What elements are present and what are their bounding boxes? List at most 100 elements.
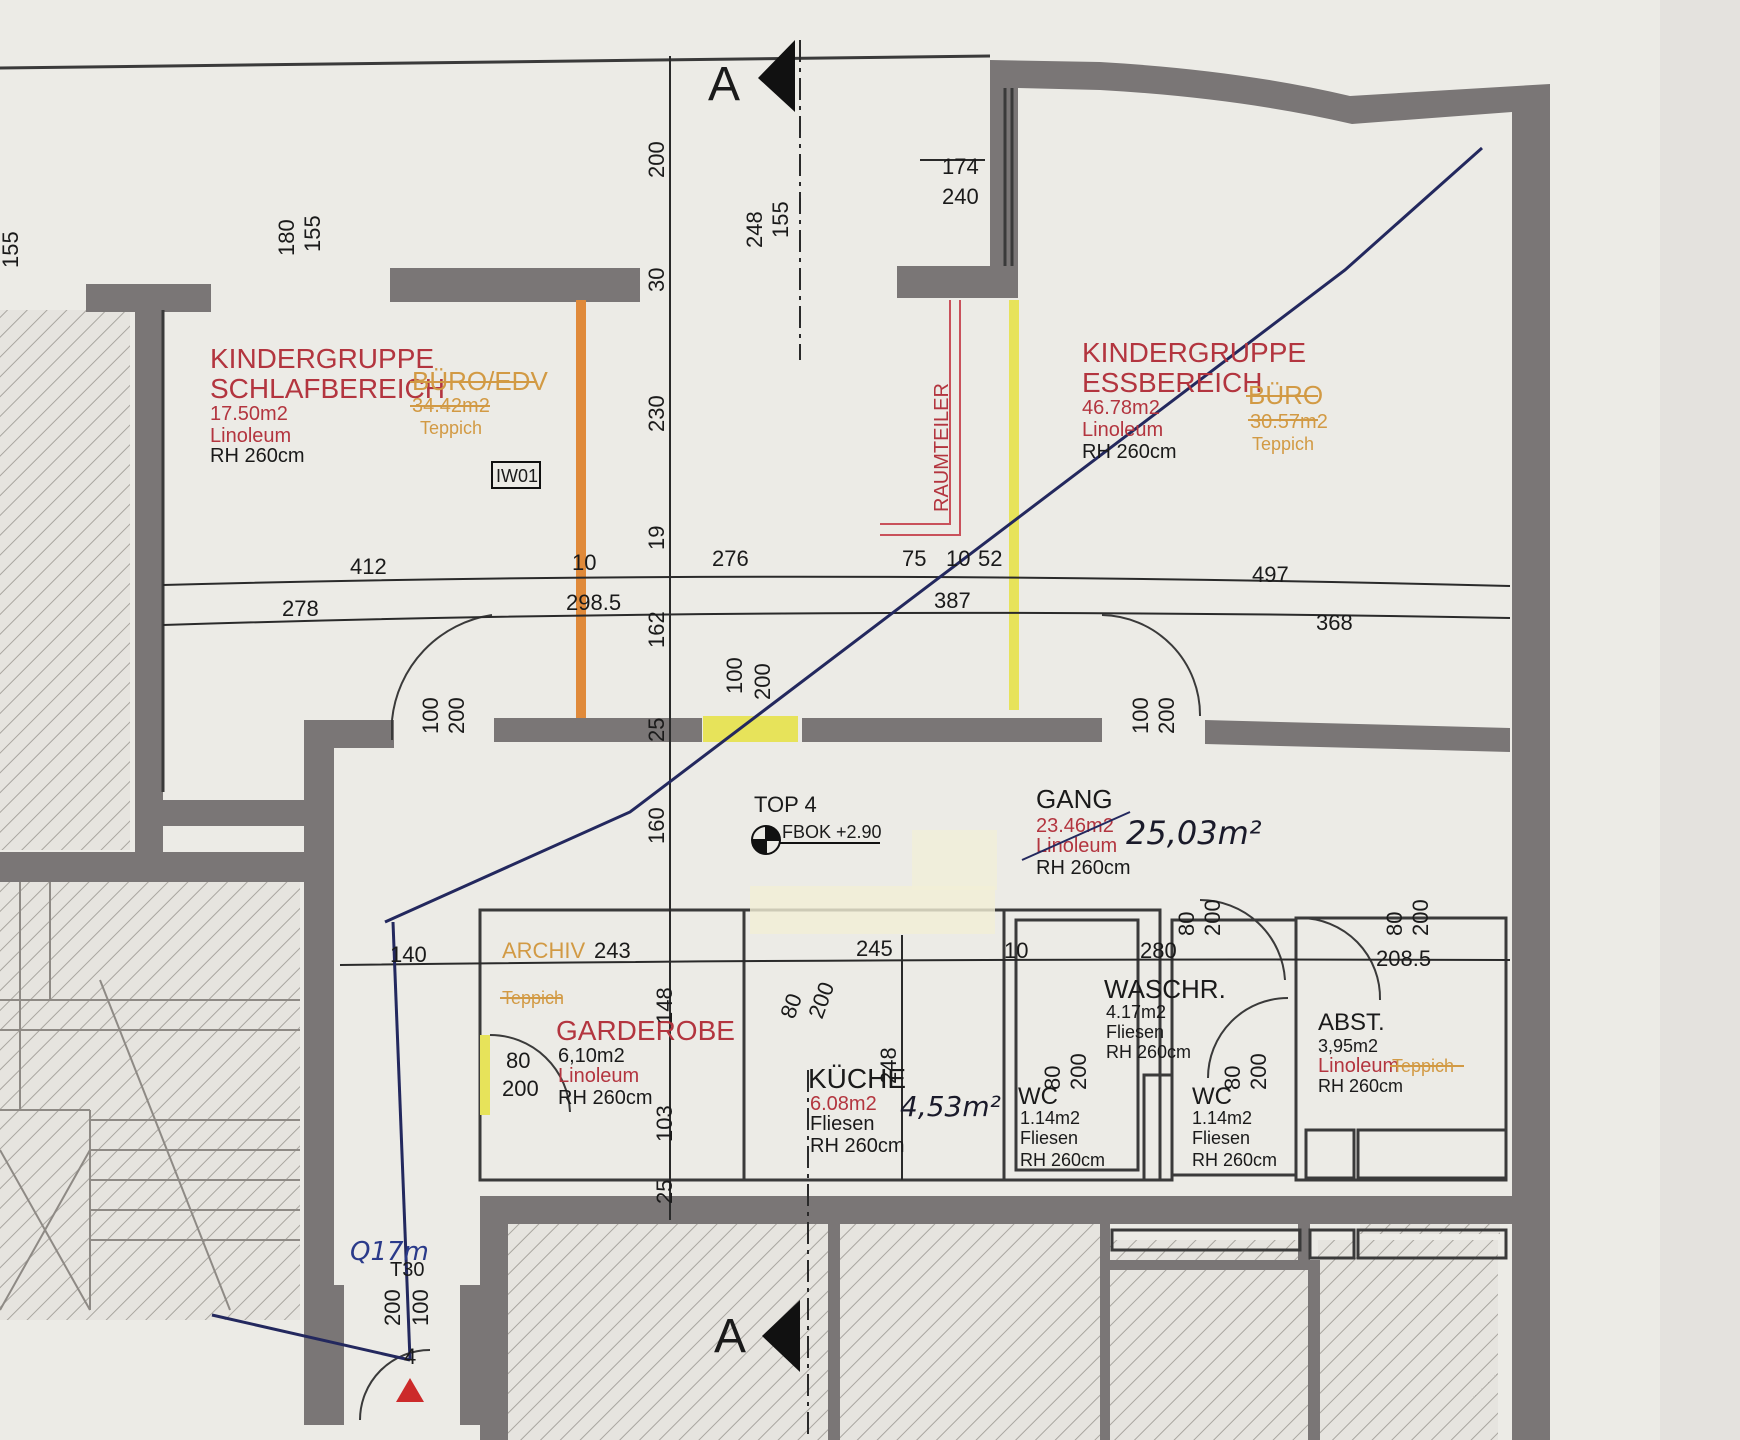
svg-text:4: 4 bbox=[404, 1344, 416, 1369]
kueche-rh: RH 260cm bbox=[810, 1135, 904, 1157]
garderobe-name: GARDEROBE bbox=[556, 1015, 735, 1046]
svg-text:25: 25 bbox=[644, 718, 669, 742]
ess-floor: Linoleum bbox=[1082, 419, 1163, 441]
svg-text:230: 230 bbox=[644, 395, 669, 432]
waschr-floor: Fliesen bbox=[1106, 1022, 1164, 1042]
level-marker-icon bbox=[751, 825, 880, 855]
ess-old-area: 30.57m2 bbox=[1250, 411, 1328, 433]
walls bbox=[0, 60, 1550, 1440]
svg-text:200: 200 bbox=[644, 141, 669, 178]
svg-text:160: 160 bbox=[644, 807, 669, 844]
gang-name: GANG bbox=[1036, 784, 1113, 814]
svg-text:100: 100 bbox=[722, 657, 747, 694]
hatched-area-bottom-4 bbox=[1318, 1240, 1498, 1440]
wc2-floor: Fliesen bbox=[1192, 1128, 1250, 1148]
kueche-name: KÜCHE bbox=[808, 1063, 906, 1094]
svg-text:200: 200 bbox=[1200, 899, 1225, 936]
svg-text:200: 200 bbox=[380, 1289, 405, 1326]
svg-text:278: 278 bbox=[282, 596, 319, 621]
wc1-rh: RH 260cm bbox=[1020, 1150, 1105, 1170]
svg-text:368: 368 bbox=[1316, 610, 1353, 635]
waschr-name: WASCHR. bbox=[1104, 974, 1226, 1004]
svg-text:240: 240 bbox=[942, 184, 979, 209]
abst-rh: RH 260cm bbox=[1318, 1076, 1403, 1096]
svg-text:75: 75 bbox=[902, 546, 926, 571]
svg-text:A: A bbox=[708, 58, 740, 111]
orange-partition bbox=[576, 300, 586, 718]
wc2-rh: RH 260cm bbox=[1192, 1150, 1277, 1170]
svg-text:200: 200 bbox=[444, 697, 469, 734]
svg-text:10: 10 bbox=[1004, 938, 1028, 963]
hatched-area-left-top bbox=[0, 310, 130, 850]
svg-text:280: 280 bbox=[1140, 938, 1177, 963]
iw01-tag: IW01 bbox=[496, 466, 538, 486]
wc1-area: 1.14m2 bbox=[1020, 1108, 1080, 1128]
svg-text:248: 248 bbox=[876, 1047, 901, 1084]
abst-name: ABST. bbox=[1318, 1009, 1385, 1036]
raumteiler-outline bbox=[880, 300, 961, 536]
raumteiler-tag: RAUMTEILER bbox=[931, 383, 953, 512]
warning-triangle-icon bbox=[396, 1378, 424, 1402]
waschr-area: 4.17m2 bbox=[1106, 1002, 1166, 1022]
wc1-name: WC bbox=[1018, 1083, 1058, 1110]
garderobe-old-name: ARCHIV bbox=[502, 938, 585, 963]
dimension-lines bbox=[162, 40, 1511, 1440]
wc1-floor: Fliesen bbox=[1020, 1128, 1078, 1148]
garderobe-floor: Linoleum bbox=[558, 1065, 639, 1087]
svg-text:100: 100 bbox=[418, 697, 443, 734]
svg-text:80: 80 bbox=[1382, 912, 1407, 936]
svg-text:412: 412 bbox=[350, 554, 387, 579]
yellow-partition-3 bbox=[480, 1035, 490, 1115]
svg-text:200: 200 bbox=[1066, 1053, 1091, 1090]
svg-text:200: 200 bbox=[1408, 899, 1433, 936]
svg-text:200: 200 bbox=[1154, 697, 1179, 734]
kueche-handwritten: 4,53m² bbox=[900, 1090, 1001, 1123]
white-patch-2 bbox=[912, 830, 997, 890]
svg-text:80: 80 bbox=[1174, 912, 1199, 936]
hatched-area-bottom-3 bbox=[1108, 1240, 1308, 1440]
svg-text:180: 180 bbox=[274, 219, 299, 256]
garderobe-rh: RH 260cm bbox=[558, 1087, 652, 1109]
ess-name1: KINDERGRUPPE bbox=[1082, 337, 1306, 368]
t30-tag: T30 bbox=[390, 1259, 424, 1281]
section-marker-top: A bbox=[708, 40, 795, 112]
schlaf-old-floor: Teppich bbox=[420, 418, 482, 438]
svg-text:100: 100 bbox=[408, 1289, 433, 1326]
schlaf-area: 17.50m2 bbox=[210, 403, 288, 425]
schlaf-name1: KINDERGRUPPE bbox=[210, 343, 434, 374]
svg-text:200: 200 bbox=[502, 1076, 539, 1101]
svg-text:245: 245 bbox=[856, 936, 893, 961]
svg-text:19: 19 bbox=[644, 526, 669, 550]
svg-text:52: 52 bbox=[978, 546, 1002, 571]
svg-text:30: 30 bbox=[644, 268, 669, 292]
schlaf-floor: Linoleum bbox=[210, 425, 291, 447]
door-swings bbox=[359, 614, 1382, 1421]
svg-text:276: 276 bbox=[712, 546, 749, 571]
dimension-labels: 155 180 155 200 248 155 174 240 30 230 1… bbox=[0, 141, 1433, 1369]
ess-old-floor: Teppich bbox=[1252, 434, 1314, 454]
pen-annotations bbox=[211, 146, 1483, 1362]
svg-text:162: 162 bbox=[644, 611, 669, 648]
stair-handwritten: Q17m bbox=[350, 1237, 429, 1267]
svg-text:200: 200 bbox=[1246, 1053, 1271, 1090]
svg-text:200: 200 bbox=[750, 663, 775, 700]
white-patch bbox=[750, 886, 995, 934]
thin-walls bbox=[0, 54, 1508, 1260]
svg-text:174: 174 bbox=[942, 154, 979, 179]
svg-text:10: 10 bbox=[572, 550, 596, 575]
strike-gang bbox=[1021, 811, 1131, 861]
yellow-partition-1 bbox=[1009, 300, 1019, 710]
wc2-area: 1.14m2 bbox=[1192, 1108, 1252, 1128]
svg-text:298.5: 298.5 bbox=[566, 590, 621, 615]
section-marker-bottom: A bbox=[714, 1300, 800, 1372]
svg-text:155: 155 bbox=[300, 215, 325, 252]
iw01-tag-box bbox=[491, 461, 541, 489]
schlaf-rh: RH 260cm bbox=[210, 445, 304, 467]
kueche-floor: Fliesen bbox=[810, 1113, 874, 1135]
gang-floor: Linoleum bbox=[1036, 835, 1117, 857]
ess-rh: RH 260cm bbox=[1082, 441, 1176, 463]
gang-handwritten: 25,03m² bbox=[1126, 814, 1262, 852]
right-margin-shadow bbox=[1660, 0, 1740, 1440]
kueche-area: 6.08m2 bbox=[810, 1093, 877, 1115]
